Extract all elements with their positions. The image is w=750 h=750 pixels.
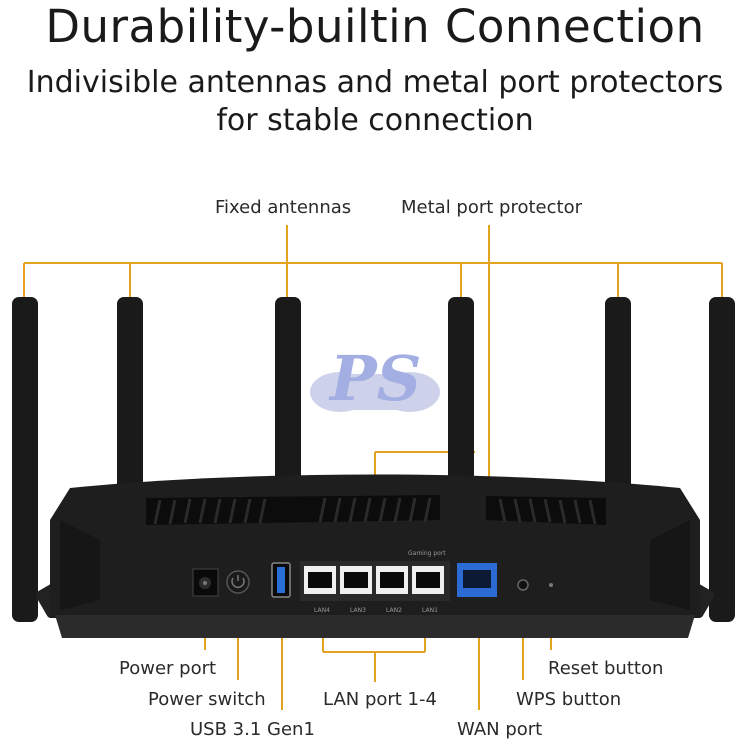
power-switch-label: Power switch xyxy=(148,689,266,710)
wan-port-label: WAN port xyxy=(457,719,543,740)
lan-ports xyxy=(300,561,450,601)
page-subtitle: Indivisible antennas and metal port prot… xyxy=(0,64,750,140)
page-title: Durability-builtin Connection xyxy=(45,0,705,53)
callout-lines xyxy=(23,225,723,710)
power-port xyxy=(192,568,219,597)
lan-port-captions: LAN4 LAN3 LAN2 LAN1 xyxy=(314,607,438,614)
wps-button xyxy=(517,579,529,591)
wps-button-label: WPS button xyxy=(516,689,622,710)
lan-port-label: LAN port 1-4 xyxy=(323,689,437,710)
subtitle-line-1: Indivisible antennas and metal port prot… xyxy=(26,65,724,100)
watermark-text: PS xyxy=(328,342,421,415)
wan-port xyxy=(457,563,497,597)
usb-label: USB 3.1 Gen1 xyxy=(190,719,315,740)
reset-button-label: Reset button xyxy=(548,658,664,679)
antenna-1 xyxy=(12,297,38,622)
antenna-6 xyxy=(709,297,735,622)
power-port-label: Power port xyxy=(119,658,217,679)
power-switch xyxy=(226,570,250,594)
subtitle-line-2: for stable connection xyxy=(216,103,534,138)
reset-button xyxy=(549,583,553,587)
lan-port-label: LAN3 xyxy=(350,607,366,614)
lan-port-label: LAN1 xyxy=(422,607,438,614)
watermark-logo: PS xyxy=(310,342,440,415)
gaming-port-caption: Gaming port xyxy=(408,550,446,557)
lan-port-label: LAN2 xyxy=(386,607,402,614)
usb-port xyxy=(271,562,291,598)
router-body xyxy=(50,474,700,638)
fixed-antennas-label: Fixed antennas xyxy=(215,197,352,218)
lan-port-label: LAN4 xyxy=(314,607,330,614)
metal-port-protector-label: Metal port protector xyxy=(401,197,582,218)
